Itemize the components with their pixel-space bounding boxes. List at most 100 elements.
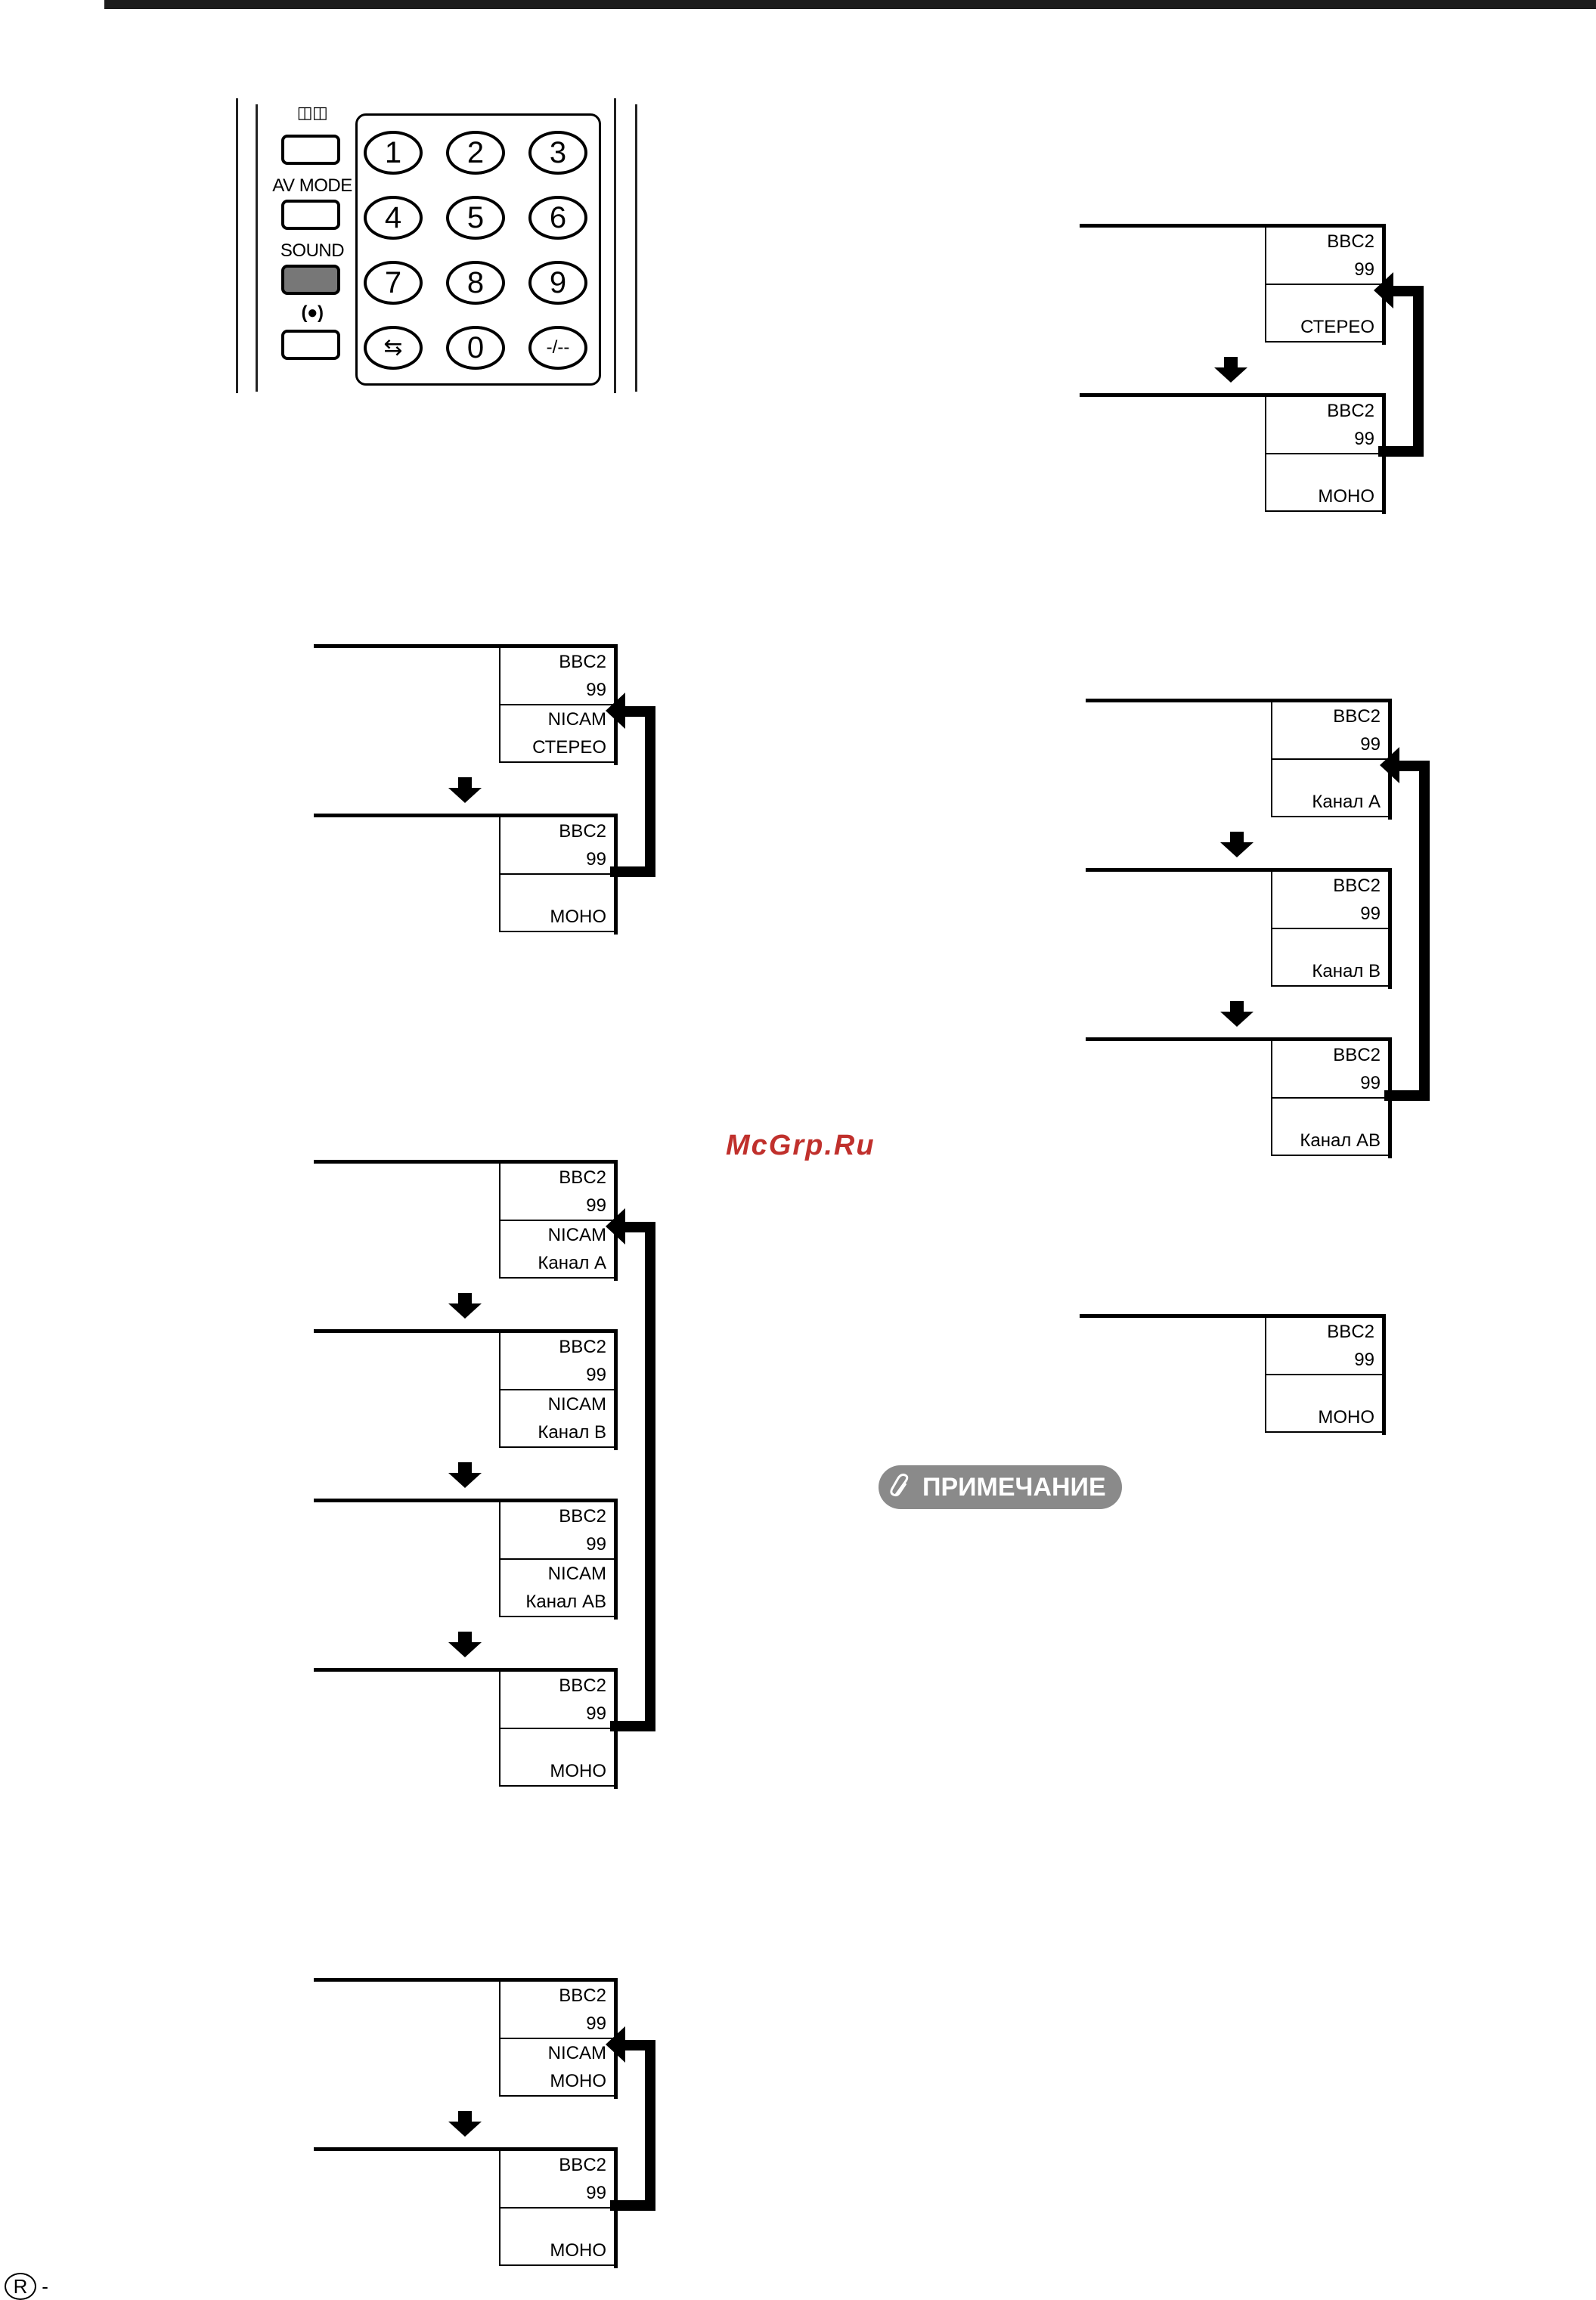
osd-system-label <box>500 1729 615 1757</box>
paperclip-icon <box>890 1474 909 1497</box>
osd-channel-number: 99 <box>500 1361 615 1390</box>
osd-channel-number: 99 <box>500 845 615 875</box>
osd-sound-mode: МОНО <box>1266 482 1384 512</box>
osd-system-label: NICAM <box>547 709 606 730</box>
osd-channel-number: 99 <box>500 1530 615 1560</box>
key-1[interactable]: 1 <box>364 131 423 175</box>
osd-channel-number: 99 <box>1272 1069 1390 1099</box>
osd-system-label: NICAM <box>547 1564 606 1584</box>
loop-back-arrow-icon <box>606 1208 655 1731</box>
remote-edge-left <box>236 98 238 393</box>
key-7[interactable]: 7 <box>364 261 423 305</box>
osd-channel-name: BBC2 <box>559 652 606 672</box>
key-2[interactable]: 2 <box>446 131 505 175</box>
osd-channel-number: 99 <box>500 2179 615 2209</box>
surround-button[interactable] <box>281 330 340 360</box>
osd-channel-name: BBC2 <box>1333 706 1381 727</box>
surround-icon: (●) <box>301 302 324 323</box>
remote-control-illustration: ◫◫ AV MODE SOUND (●) 1 2 3 4 5 6 7 8 9 ⇆… <box>227 98 650 401</box>
osd-sound-mode: МОНО <box>500 903 615 932</box>
osd-channel-name: BBC2 <box>1333 1045 1381 1065</box>
screen-top-edge <box>1080 1314 1382 1318</box>
osd-system-label: NICAM <box>547 2043 606 2063</box>
osd-sound-mode: МОНО <box>500 2067 615 2097</box>
osd-system-label <box>500 2209 615 2236</box>
display-button[interactable] <box>281 135 340 165</box>
osd-sound-mode: СТЕРЕО <box>500 733 615 763</box>
screen-top-edge <box>314 814 614 817</box>
screen-top-edge <box>314 1329 614 1333</box>
key-5[interactable]: 5 <box>446 196 505 240</box>
osd-system-label <box>1266 1375 1384 1403</box>
key-9[interactable]: 9 <box>528 261 587 305</box>
screen-top-edge <box>314 1499 614 1502</box>
screen-top-edge <box>314 1978 614 1982</box>
key-3[interactable]: 3 <box>528 131 587 175</box>
screen-top-edge <box>1080 393 1382 397</box>
screen-top-edge <box>1086 1037 1388 1041</box>
av-mode-button[interactable] <box>281 200 340 230</box>
screen-right-edge <box>614 1499 618 1620</box>
note-label: ПРИМЕЧАНИЕ <box>922 1473 1106 1502</box>
osd-channel-number: 99 <box>1272 900 1390 929</box>
osd-sound-mode: СТЕРЕО <box>1266 313 1384 343</box>
top-rule <box>104 0 1596 9</box>
screen-right-edge <box>1382 1314 1386 1435</box>
osd-sound-mode: Канал В <box>500 1418 615 1448</box>
digit-mode-key[interactable]: -/-- <box>528 326 587 370</box>
loop-back-arrow-icon <box>1380 747 1430 1101</box>
osd-sound-mode: Канал АВ <box>500 1588 615 1617</box>
loop-back-arrow-icon <box>1374 272 1424 457</box>
osd-channel-name: BBC2 <box>559 1337 606 1357</box>
key-0[interactable]: 0 <box>446 326 505 370</box>
screen-right-edge <box>614 1329 618 1450</box>
remote-edge-right <box>614 98 616 393</box>
key-4[interactable]: 4 <box>364 196 423 240</box>
osd-channel-number: 99 <box>1272 730 1390 760</box>
osd-channel-name: BBC2 <box>1327 401 1374 421</box>
display-icons: ◫◫ <box>296 103 328 122</box>
osd-system-label: NICAM <box>547 1394 606 1415</box>
osd-channel-name: BBC2 <box>1333 876 1381 896</box>
key-6[interactable]: 6 <box>528 196 587 240</box>
remote-edge-right-inner <box>635 104 637 392</box>
watermark-text: McGrp.Ru <box>726 1130 875 1161</box>
region-symbol: R <box>5 2273 36 2300</box>
screen-top-edge <box>1080 224 1382 228</box>
osd-channel-number: 99 <box>500 676 615 705</box>
osd-sound-mode: МОНО <box>500 2236 615 2266</box>
osd-system-label <box>500 875 615 903</box>
osd-system-label <box>1266 454 1384 482</box>
key-8[interactable]: 8 <box>446 261 505 305</box>
osd-sound-mode: Канал А <box>1272 788 1390 817</box>
screen-top-edge <box>314 1668 614 1672</box>
osd-sound-mode: Канал АВ <box>1272 1127 1390 1156</box>
screen-top-edge <box>314 1160 614 1164</box>
osd-channel-name: BBC2 <box>559 1675 606 1696</box>
osd-sound-mode: Канал А <box>500 1249 615 1279</box>
screen-top-edge <box>1086 699 1388 702</box>
osd-system-label <box>1272 929 1390 957</box>
page-dash: - <box>42 2275 48 2298</box>
screen-right-edge <box>1388 868 1392 989</box>
osd-sound-mode: Канал В <box>1272 957 1390 987</box>
av-mode-label: AV MODE <box>272 175 352 196</box>
page-marker: R - <box>5 2273 48 2300</box>
osd-channel-number: 99 <box>500 2010 615 2039</box>
flashback-key[interactable]: ⇆ <box>364 326 423 370</box>
sound-label: SOUND <box>280 240 345 261</box>
osd-channel-name: BBC2 <box>1327 231 1374 252</box>
sound-button[interactable] <box>281 265 340 295</box>
osd-channel-number: 99 <box>500 1700 615 1729</box>
osd-channel-name: BBC2 <box>1327 1322 1374 1342</box>
